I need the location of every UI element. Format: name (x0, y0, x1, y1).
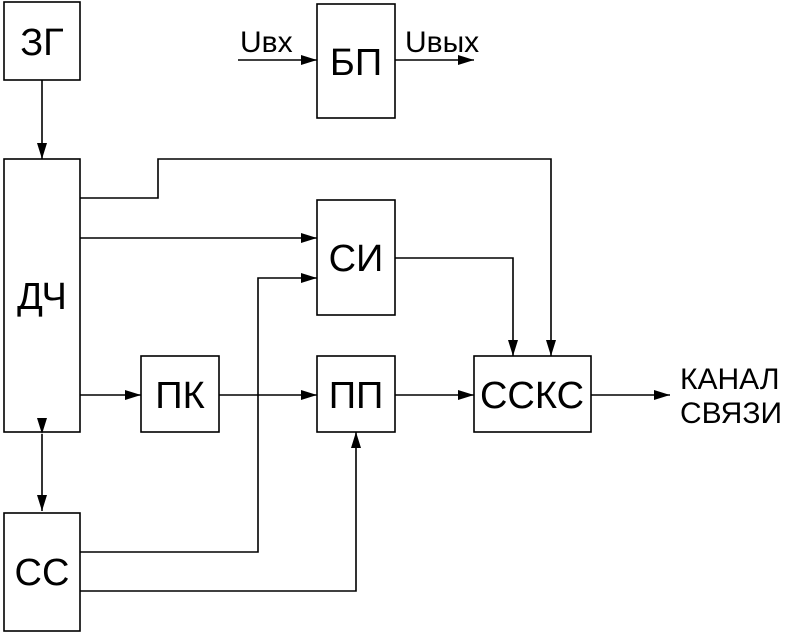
pp-block (316, 355, 396, 433)
ss-label: СС (15, 552, 70, 594)
uout-label: Uвых (405, 26, 479, 59)
ssks-label: ССКС (480, 375, 584, 417)
si-label: СИ (329, 238, 384, 280)
ssks-block (473, 355, 592, 433)
ss-to-pp-arrow (80, 432, 361, 592)
channel-label-line2: СВЯЗИ (680, 397, 782, 430)
bp-label: БП (330, 42, 382, 84)
dch-label: ДЧ (17, 276, 67, 318)
ss-to-si-arrow (80, 273, 317, 553)
pk-label: ПК (155, 375, 204, 417)
si-to-ssks-arrow (395, 257, 518, 356)
zg-block (3, 1, 81, 81)
channel-label-line1: КАНАЛ (680, 363, 780, 396)
ss-block (3, 512, 81, 632)
uin-label: Uвх (240, 26, 293, 59)
pk-block (140, 355, 220, 433)
dch-to-ssks-arrow (80, 158, 556, 356)
zg-label: ЗГ (20, 22, 64, 64)
pp-label: ПП (329, 375, 384, 417)
bp-block (316, 3, 396, 119)
